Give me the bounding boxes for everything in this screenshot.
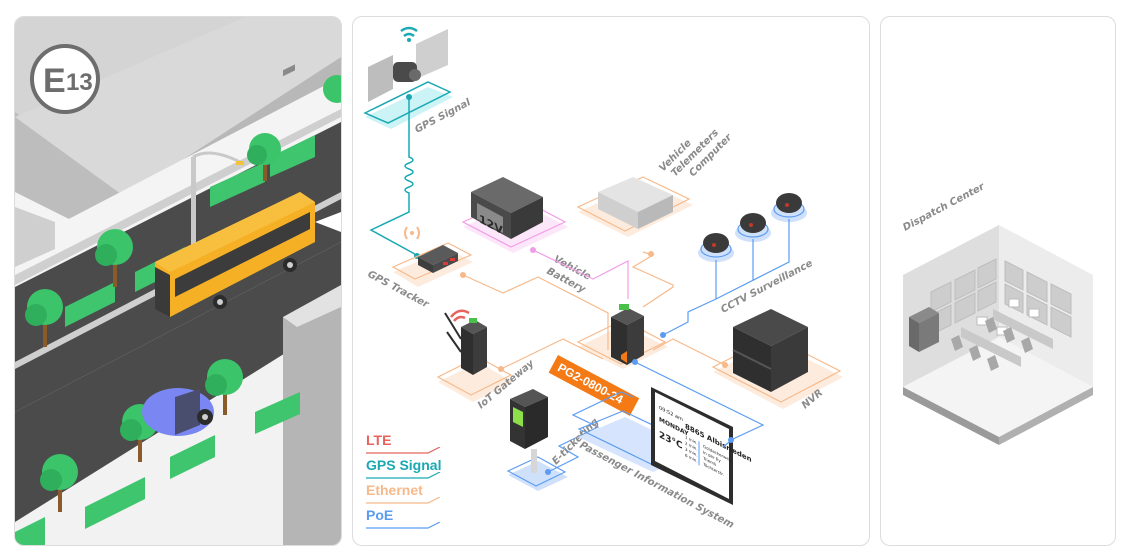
server-racks xyxy=(909,307,939,352)
route-badge-letter: E xyxy=(43,62,66,100)
dispatch-floor xyxy=(903,337,1093,437)
cctv-label: CCTV Surveillance xyxy=(719,258,815,316)
power-link xyxy=(532,249,629,299)
bus xyxy=(155,64,315,317)
route-badge-number: 13 xyxy=(66,69,93,96)
trees xyxy=(25,75,341,512)
small-building xyxy=(15,207,55,267)
wall-screens xyxy=(930,258,1072,338)
building-right xyxy=(283,297,341,545)
poe-link-pis xyxy=(634,361,765,448)
ethernet-link-gps-tracker xyxy=(462,274,609,350)
legend-poe: PoE xyxy=(366,507,394,523)
gps-signal-link xyxy=(369,97,420,258)
network-diagram-panel: GPS Signal GPS Tracker 12V xyxy=(352,16,870,546)
autonomous-shuttle xyxy=(142,388,214,436)
street-scene-panel: E 13 xyxy=(14,16,342,546)
ethernet-link-nvr xyxy=(652,338,726,366)
legend-poe-line xyxy=(366,522,441,529)
street-lamp xyxy=(191,151,244,247)
vehicle-battery: 12V xyxy=(461,177,568,253)
route-badge-circle xyxy=(30,44,100,114)
e-ticketing-validator xyxy=(506,389,568,491)
ethernet-link-iot xyxy=(500,338,604,370)
legend-gps-signal: GPS Signal xyxy=(366,457,442,473)
chairs xyxy=(951,317,1033,371)
cctv-cameras xyxy=(698,193,807,262)
legend-lte: LTE xyxy=(366,432,392,448)
callout-pointer xyxy=(315,212,341,232)
network-diagram: GPS Signal GPS Tracker 12V xyxy=(363,26,843,531)
poe-link-cctv xyxy=(662,219,790,336)
street-illustration xyxy=(15,17,341,545)
switch-model-text: PG2-0800-24 xyxy=(555,360,625,406)
poe-link-e-ticketing xyxy=(547,391,634,473)
gps-tracker xyxy=(391,226,473,287)
legend-ethernet-line xyxy=(366,497,441,504)
legend-gps-signal-line xyxy=(366,472,441,479)
dispatch-center-panel: Dispatch Center xyxy=(880,16,1116,546)
ethernet-link-telemeters xyxy=(631,251,674,308)
nvr xyxy=(711,309,843,409)
legend-lte-line xyxy=(366,447,441,454)
iot-gateway xyxy=(436,309,513,402)
industrial-switch xyxy=(576,304,668,369)
legend-ethernet: Ethernet xyxy=(366,482,423,498)
passenger-information-display xyxy=(577,387,733,505)
dispatch-center-illustration: Dispatch Center xyxy=(901,181,1093,445)
dispatch-center-label: Dispatch Center xyxy=(901,181,987,234)
route-badge: E 13 xyxy=(30,44,100,114)
vehicle-telemeters-computer xyxy=(576,176,693,237)
